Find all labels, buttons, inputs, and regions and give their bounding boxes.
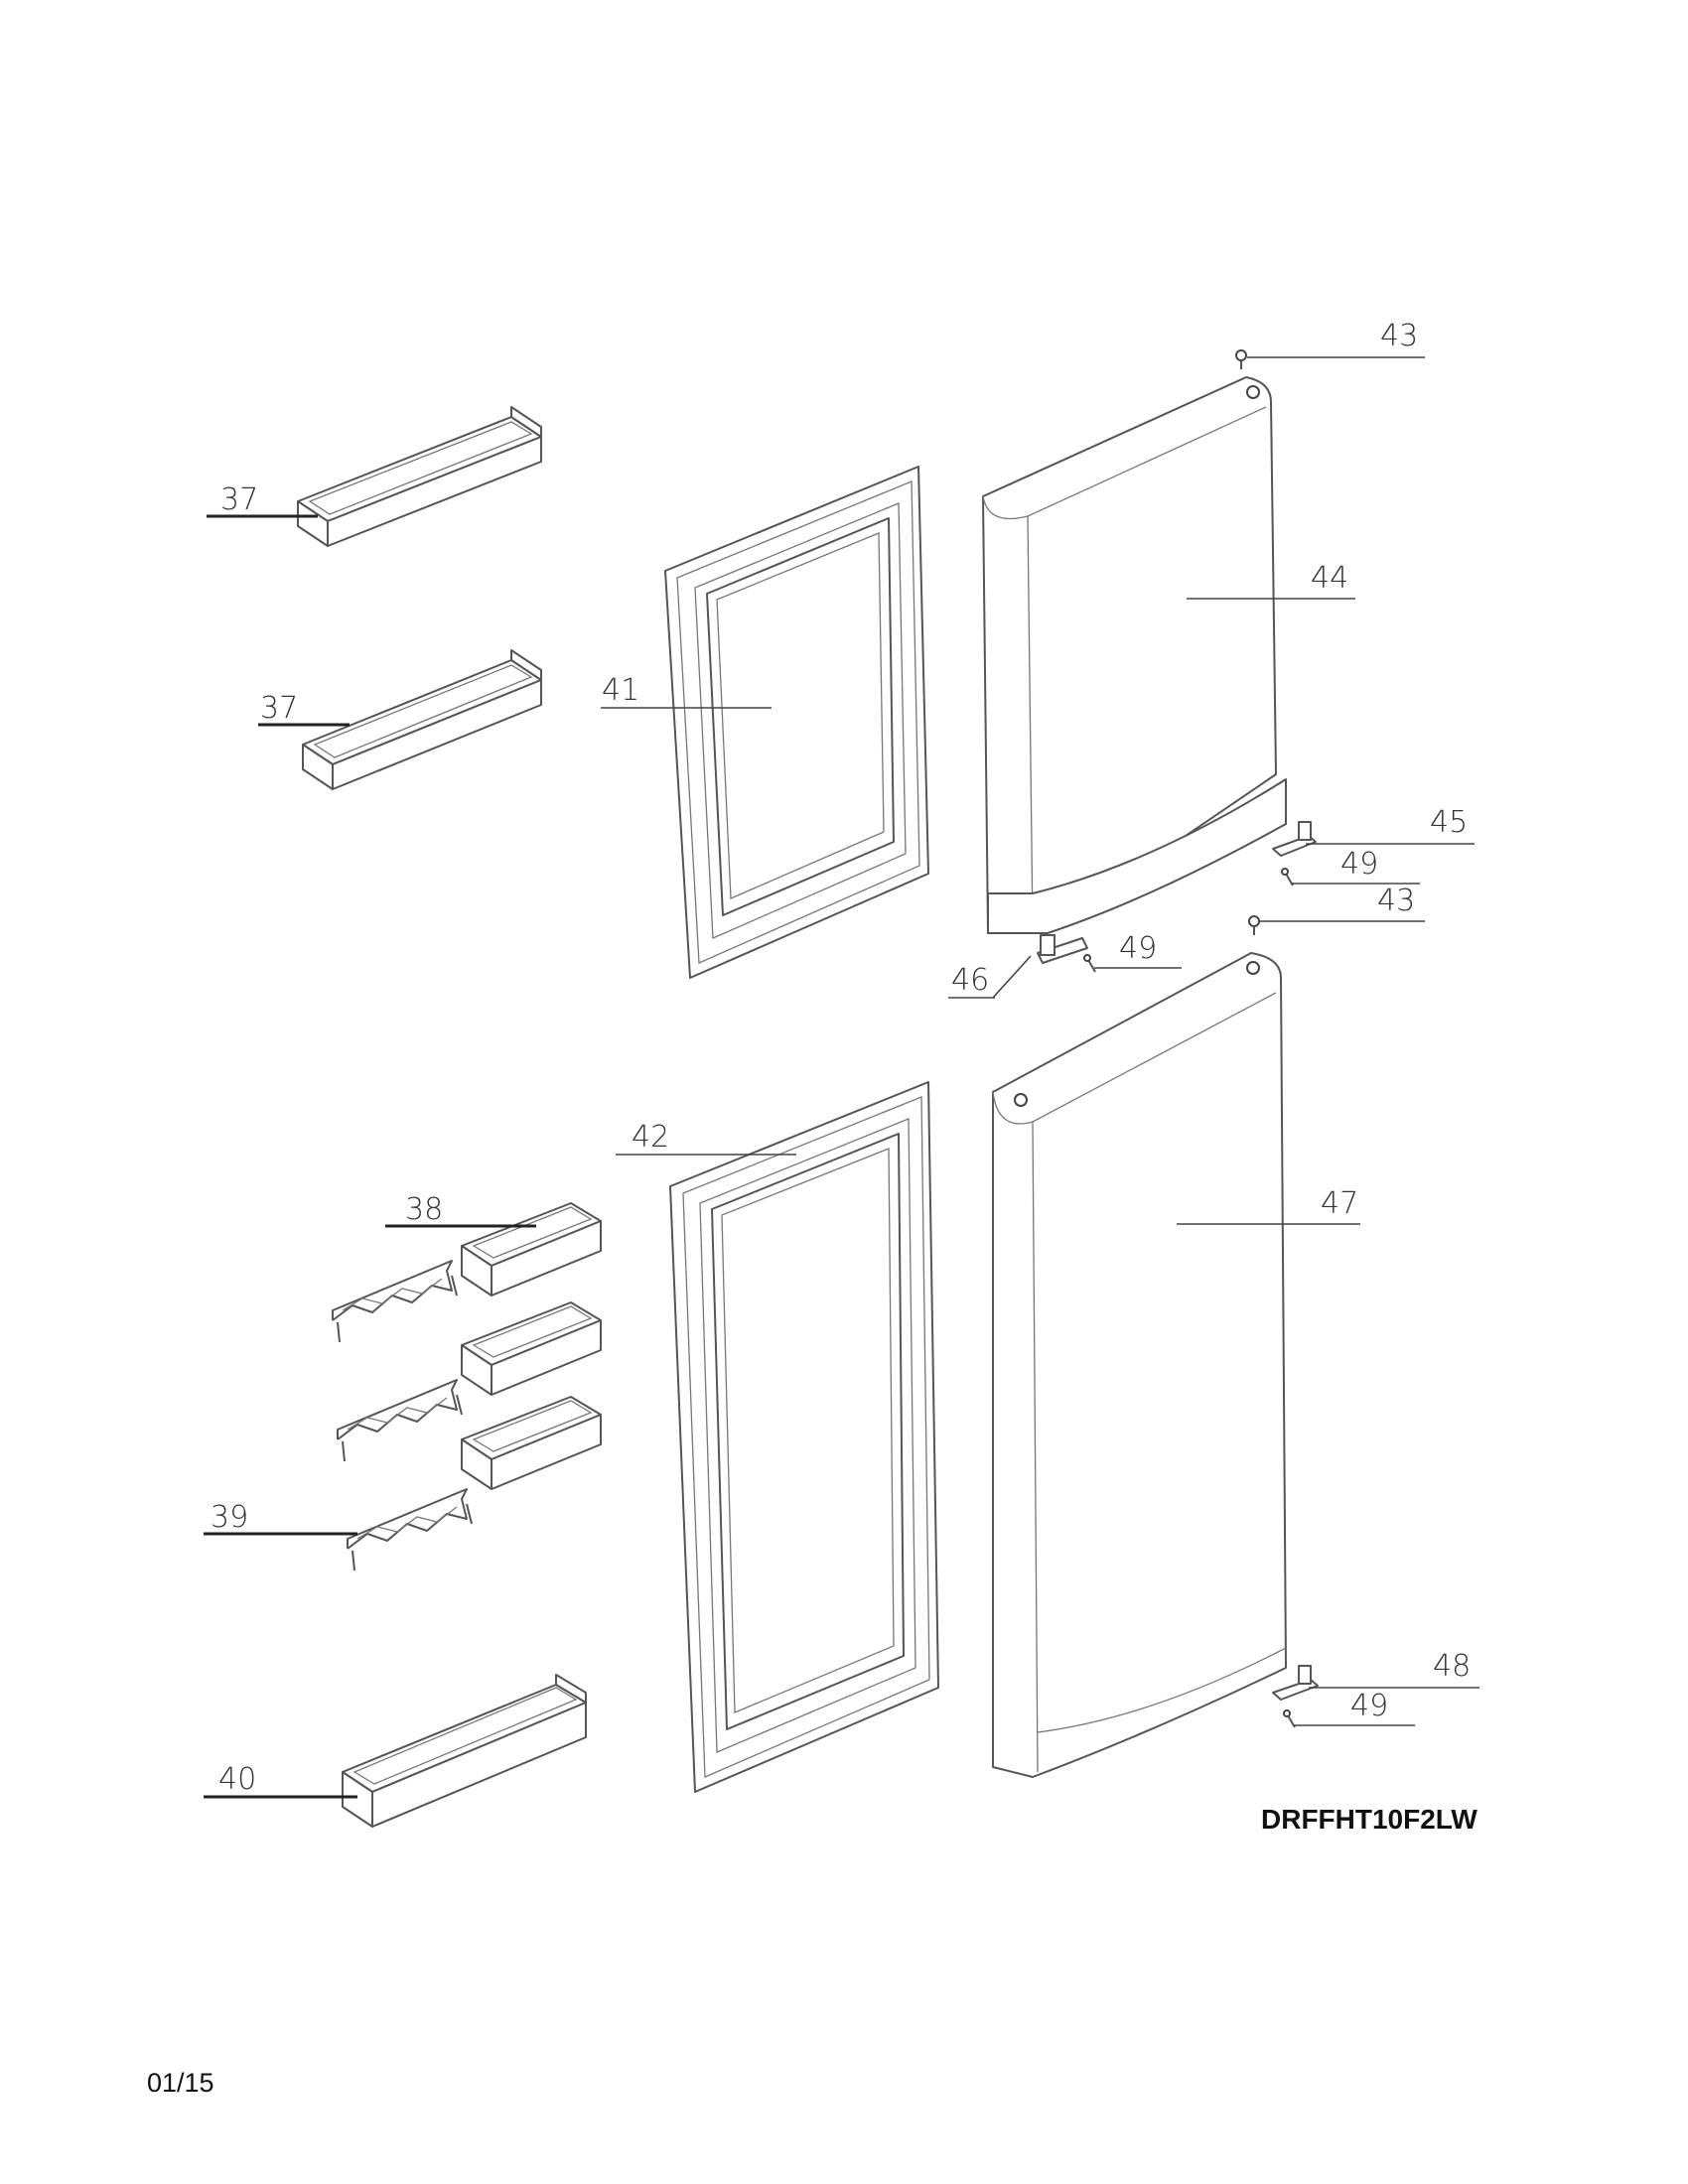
callout-43-middle: 43 — [1377, 884, 1415, 918]
callout-48: 48 — [1433, 1649, 1471, 1684]
callout-45: 45 — [1430, 805, 1468, 840]
bin-support-39-b — [337, 1379, 463, 1462]
hinge-pin-43-middle — [1248, 915, 1260, 935]
callout-40: 40 — [218, 1762, 256, 1797]
model-number: DRFFHT10F2LW — [1261, 1804, 1477, 1835]
hinge-pin-43-top — [1235, 349, 1247, 369]
freezer-door-gasket-41 — [664, 466, 929, 979]
small-door-bin-38-b — [461, 1301, 602, 1396]
callout-38: 38 — [405, 1192, 443, 1227]
leader-46-diag — [992, 955, 1032, 999]
bin-support-39-a — [332, 1260, 458, 1343]
fresh-food-door-gasket-42 — [669, 1081, 939, 1793]
callout-49-a: 49 — [1340, 847, 1378, 882]
callout-46: 46 — [951, 963, 989, 998]
door-shelf-bin-37-upper — [297, 406, 542, 547]
screw-49-c — [1283, 1709, 1296, 1728]
revision-date: 01/15 — [147, 2068, 214, 2098]
hinge-45 — [1272, 821, 1317, 857]
hinge-46 — [1037, 934, 1088, 964]
callout-41: 41 — [602, 673, 639, 708]
callout-49-b: 49 — [1119, 931, 1157, 966]
door-shelf-bin-37-lower — [302, 649, 542, 790]
callout-39: 39 — [211, 1500, 248, 1535]
callout-43-top: 43 — [1380, 319, 1418, 353]
small-door-bin-38-a — [461, 1202, 602, 1297]
callout-49-c: 49 — [1350, 1689, 1388, 1723]
screw-49-b — [1083, 954, 1096, 973]
callout-42: 42 — [632, 1120, 669, 1155]
fresh-food-door-47 — [992, 952, 1287, 1778]
hinge-48 — [1272, 1665, 1319, 1701]
callout-37-upper: 37 — [220, 482, 258, 517]
callout-44: 44 — [1311, 561, 1348, 596]
freezer-door-44 — [982, 376, 1287, 934]
bin-support-39-c — [347, 1488, 473, 1571]
door-shelf-bin-40 — [342, 1674, 587, 1828]
small-door-bin-38-c — [461, 1396, 602, 1490]
callout-47: 47 — [1321, 1186, 1358, 1221]
callout-37-lower: 37 — [260, 691, 298, 726]
